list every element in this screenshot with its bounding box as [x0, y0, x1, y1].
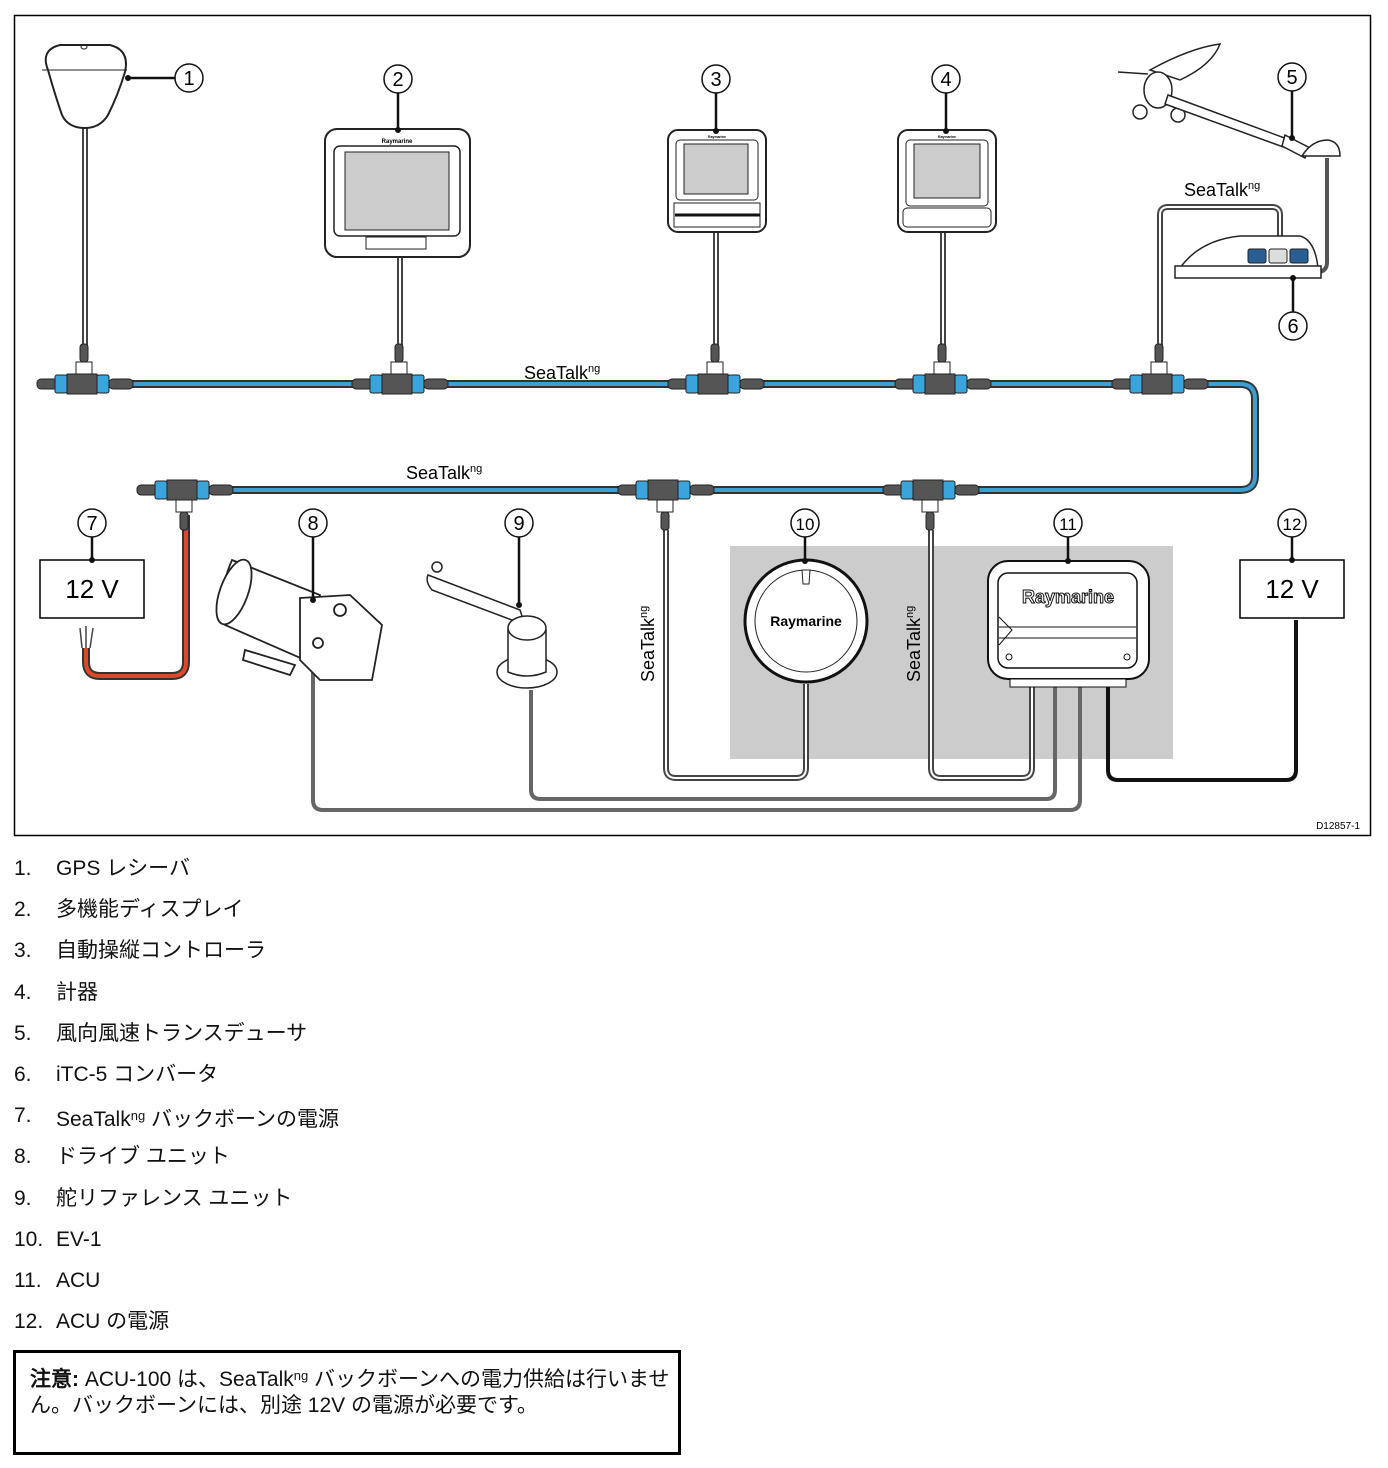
seatalk-label-top: SeaTalkng	[524, 363, 600, 383]
callout-9: 9	[504, 508, 534, 608]
seatalk-label-itc5: SeaTalkng	[1184, 180, 1260, 200]
svg-text:Raymarine: Raymarine	[938, 135, 956, 139]
legend-item: 2.多機能ディスプレイ	[14, 898, 244, 922]
backbone-power-supply: 12 V	[39, 559, 145, 619]
figure-id: D12857-1	[1316, 821, 1360, 832]
callout-1: 1	[125, 63, 204, 93]
itc5-converter-device	[1174, 235, 1322, 279]
mfd-brand: Raymarine	[382, 139, 413, 145]
callout-number: 2	[392, 69, 403, 91]
callout-number: 7	[86, 513, 97, 535]
callout-number: 3	[710, 69, 721, 91]
note-box: 注意: ACU-100 は、SeaTalkng バックボーンへの電力供給は行いま…	[13, 1350, 681, 1455]
rudder-reference-device	[426, 561, 558, 689]
legend-item: 1.GPS レシーバ	[14, 857, 190, 880]
callout-number: 4	[940, 69, 951, 91]
note-label: 注意:	[30, 1368, 79, 1391]
legend-item: 3.自動操縦コントローラ	[14, 939, 266, 963]
acu-power-supply: 12 V	[1239, 559, 1345, 619]
wiring-diagram: Raymarine Raymarine Raymarine	[13, 14, 1372, 837]
drop-cables	[79, 128, 1329, 812]
callout-number: 6	[1287, 316, 1298, 338]
callout-5: 5	[1277, 62, 1307, 141]
wind-transducer-device	[1117, 43, 1341, 160]
legend-item: 12.ACU の電源	[14, 1310, 170, 1334]
t-connector	[667, 343, 765, 395]
callout-number: 12	[1283, 515, 1302, 534]
callout-number: 9	[513, 513, 524, 535]
callout-10: 10	[790, 508, 820, 564]
power-label-7: 12 V	[65, 574, 119, 604]
callout-2: 2	[383, 64, 413, 133]
legend-item: 6.iTC-5 コンバータ	[14, 1062, 219, 1086]
multifunction-display-device: Raymarine	[324, 128, 471, 258]
backbone-cable	[56, 380, 1259, 494]
power-label-12: 12 V	[1265, 574, 1319, 604]
legend-item: 10.EV-1	[14, 1227, 102, 1251]
callout-12: 12	[1277, 508, 1307, 563]
t-connector	[894, 343, 992, 395]
callout-11: 11	[1053, 508, 1083, 564]
drive-unit-device	[215, 558, 383, 681]
seatalk-label-ev1: SeaTalkng	[638, 606, 658, 682]
callout-number: 10	[796, 515, 815, 534]
legend-item: 5.風向風速トランスデューサ	[14, 1021, 308, 1045]
t-connector	[882, 479, 980, 531]
acu-brand: Raymarine	[1022, 587, 1114, 607]
legend-item: 4.計器	[14, 980, 98, 1004]
callout-3: 3	[701, 64, 731, 134]
legend-item: 7.SeaTalkng バックボーンの電源	[14, 1104, 339, 1132]
gps-receiver-device	[42, 44, 127, 130]
t-connectors	[36, 343, 1209, 531]
legend-item: 11.ACU	[14, 1268, 101, 1292]
callout-number: 1	[183, 68, 194, 90]
seatalk-label-lower: SeaTalkng	[406, 463, 482, 483]
t-connector	[617, 479, 715, 531]
t-connector	[136, 479, 234, 531]
t-connector	[351, 343, 449, 395]
ev1-sensor-device: Raymarine	[743, 558, 869, 684]
callout-6: 6	[1278, 275, 1308, 341]
ev1-brand: Raymarine	[770, 613, 842, 629]
seatalk-label-acu: SeaTalkng	[904, 606, 924, 682]
callout-number: 8	[307, 513, 318, 535]
callout-number: 5	[1286, 67, 1297, 89]
callout-number: 11	[1059, 515, 1077, 534]
component-legend: 1.GPS レシーバ 2.多機能ディスプレイ 3.自動操縦コントローラ 4.計器…	[14, 854, 339, 1348]
callout-8: 8	[298, 508, 328, 603]
callout-4: 4	[931, 64, 961, 134]
t-connector	[1111, 343, 1209, 395]
autopilot-controller-device: Raymarine	[667, 129, 767, 233]
callout-7: 7	[77, 508, 107, 563]
legend-item: 9.舵リファレンス ユニット	[14, 1186, 293, 1210]
svg-text:Raymarine: Raymarine	[708, 135, 726, 139]
acu-device: Raymarine	[987, 560, 1150, 688]
legend-item: 8.ドライブ ユニット	[14, 1145, 230, 1169]
t-connector	[36, 343, 134, 395]
instrument-device: Raymarine	[897, 129, 997, 233]
